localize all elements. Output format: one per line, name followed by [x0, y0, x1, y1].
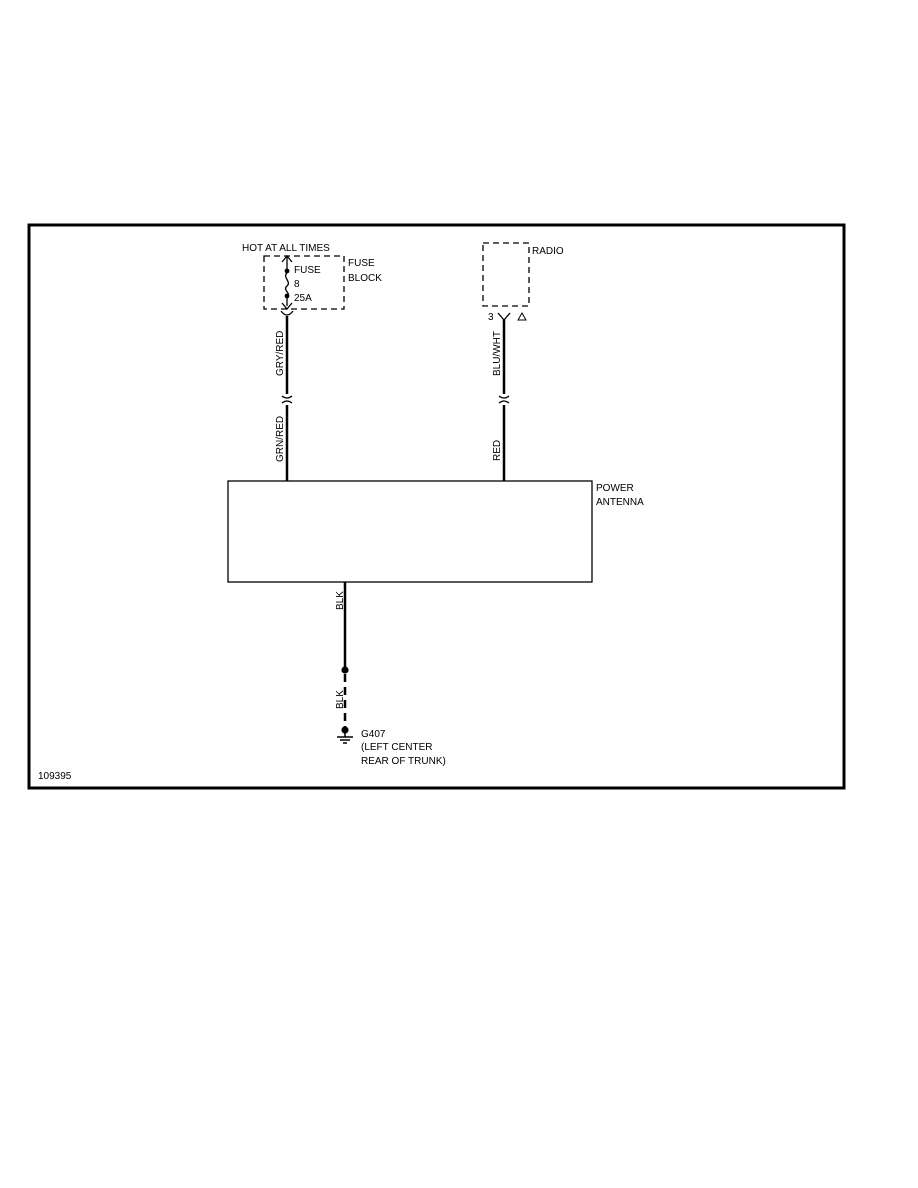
fuse-rating: 25A: [294, 293, 312, 304]
fuse-number: 8: [294, 279, 300, 290]
wire-label-left-upper: GRY/RED: [275, 331, 286, 376]
inline-connector-right-icon: [498, 395, 510, 404]
radio-terminal: 3: [488, 312, 494, 323]
figure-number: 109395: [38, 771, 72, 782]
power-antenna-label-line1: POWER: [596, 483, 634, 494]
radio-label: RADIO: [532, 246, 564, 257]
radio-connector-icon: [497, 312, 511, 321]
radio-outline: [482, 242, 530, 307]
note-triangle-icon: [517, 311, 527, 321]
fuse-block-label-line2: BLOCK: [348, 273, 382, 284]
fuse-block-outline: [263, 255, 345, 310]
ground-location-line1: (LEFT CENTER: [361, 742, 433, 753]
power-antenna-box: [227, 480, 593, 583]
ground-location-line2: REAR OF TRUNK): [361, 756, 446, 767]
inline-connector-left-icon: [281, 395, 293, 404]
wire-label-left-lower: GRN/RED: [275, 416, 286, 462]
wire-label-right-lower: RED: [492, 440, 503, 461]
fuse-label: FUSE: [294, 265, 321, 276]
splice-dot: [341, 666, 349, 674]
wire-label-ground-lower: BLK: [335, 690, 346, 709]
ground-id: G407: [361, 729, 386, 740]
fuse-block-label-line1: FUSE: [348, 258, 375, 269]
ground-symbol-icon: [337, 726, 353, 744]
fuse-symbol: [281, 254, 293, 311]
supply-label: HOT AT ALL TIMES: [242, 243, 330, 254]
diagram-frame: [27, 223, 846, 790]
wire-label-ground-upper: BLK: [335, 591, 346, 610]
power-antenna-label-line2: ANTENNA: [596, 497, 644, 508]
wire-label-right-upper: BLU/WHT: [492, 331, 503, 376]
fuse-connector-icon: [280, 310, 294, 316]
